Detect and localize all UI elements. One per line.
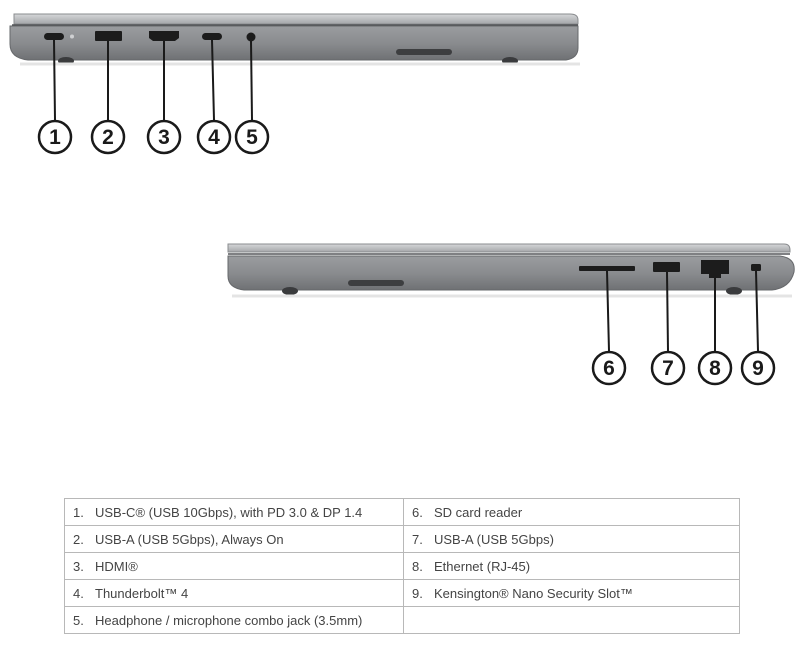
callout-number: 7 — [662, 357, 674, 380]
callout-number: 4 — [208, 126, 220, 149]
port-cell: 6.SD card reader — [403, 498, 740, 526]
vent-grille-icon — [396, 49, 452, 55]
vent-grille-icon — [348, 280, 404, 286]
port-cell: 1.USB-C® (USB 10Gbps), with PD 3.0 & DP … — [64, 498, 404, 526]
sd-card-slot-icon — [579, 266, 635, 271]
ethernet-port-icon — [701, 260, 729, 278]
audio-jack-icon — [246, 32, 256, 42]
laptop-right-side — [227, 243, 795, 298]
usb-a-port-icon — [653, 262, 680, 272]
callout-number: 8 — [709, 357, 721, 380]
port-cell: 7.USB-A (USB 5Gbps) — [403, 525, 740, 553]
laptop-port-diagram: 1 2 3 4 5 6 7 8 9 — [9, 13, 795, 386]
callout-circle — [234, 119, 270, 155]
callout-circle — [697, 350, 733, 386]
port-cell: 5.Headphone / microphone combo jack (3.5… — [64, 606, 404, 634]
port-cell: 4.Thunderbolt™ 4 — [64, 579, 404, 607]
leader-line — [250, 40, 253, 121]
callout-circle — [146, 119, 182, 155]
callout-number: 1 — [49, 126, 61, 149]
port-table: 1.USB-C® (USB 10Gbps), with PD 3.0 & DP … — [64, 498, 740, 634]
callout-circle — [37, 119, 73, 155]
port-cell: 9.Kensington® Nano Security Slot™ — [403, 579, 740, 607]
leader-line — [755, 270, 759, 352]
callout-number: 9 — [752, 357, 764, 380]
hdmi-port-icon — [149, 31, 179, 41]
leader-line — [606, 270, 610, 352]
callout-number: 6 — [603, 357, 615, 380]
charging-led-icon — [70, 34, 74, 39]
leader-line — [666, 271, 669, 352]
port-cell: 3.HDMI® — [64, 552, 404, 580]
callout-circle — [740, 350, 776, 386]
callout-circle — [591, 350, 627, 386]
usb-c-port-icon — [44, 33, 64, 40]
callouts: 1 2 3 4 5 6 7 8 9 — [37, 39, 776, 386]
leader-line — [53, 39, 56, 121]
callout-number: 2 — [102, 126, 114, 149]
table-row: 4.Thunderbolt™ 4 9.Kensington® Nano Secu… — [64, 579, 740, 607]
thunderbolt-port-icon — [202, 33, 222, 40]
callout-circle — [90, 119, 126, 155]
callout-circle — [650, 350, 686, 386]
callout-circle — [196, 119, 232, 155]
table-row: 5.Headphone / microphone combo jack (3.5… — [64, 606, 740, 634]
port-cell: 8.Ethernet (RJ-45) — [403, 552, 740, 580]
port-cell — [403, 606, 740, 634]
callout-number: 5 — [246, 126, 258, 149]
laptop-left-side — [9, 13, 580, 66]
usb-a-port-icon — [95, 31, 122, 41]
callout-number: 3 — [158, 126, 170, 149]
table-row: 1.USB-C® (USB 10Gbps), with PD 3.0 & DP … — [64, 498, 740, 526]
port-cell: 2.USB-A (USB 5Gbps), Always On — [64, 525, 404, 553]
table-row: 2.USB-A (USB 5Gbps), Always On 7.USB-A (… — [64, 525, 740, 553]
security-slot-icon — [751, 264, 761, 271]
leader-line — [211, 39, 215, 121]
table-row: 3.HDMI® 8.Ethernet (RJ-45) — [64, 552, 740, 580]
